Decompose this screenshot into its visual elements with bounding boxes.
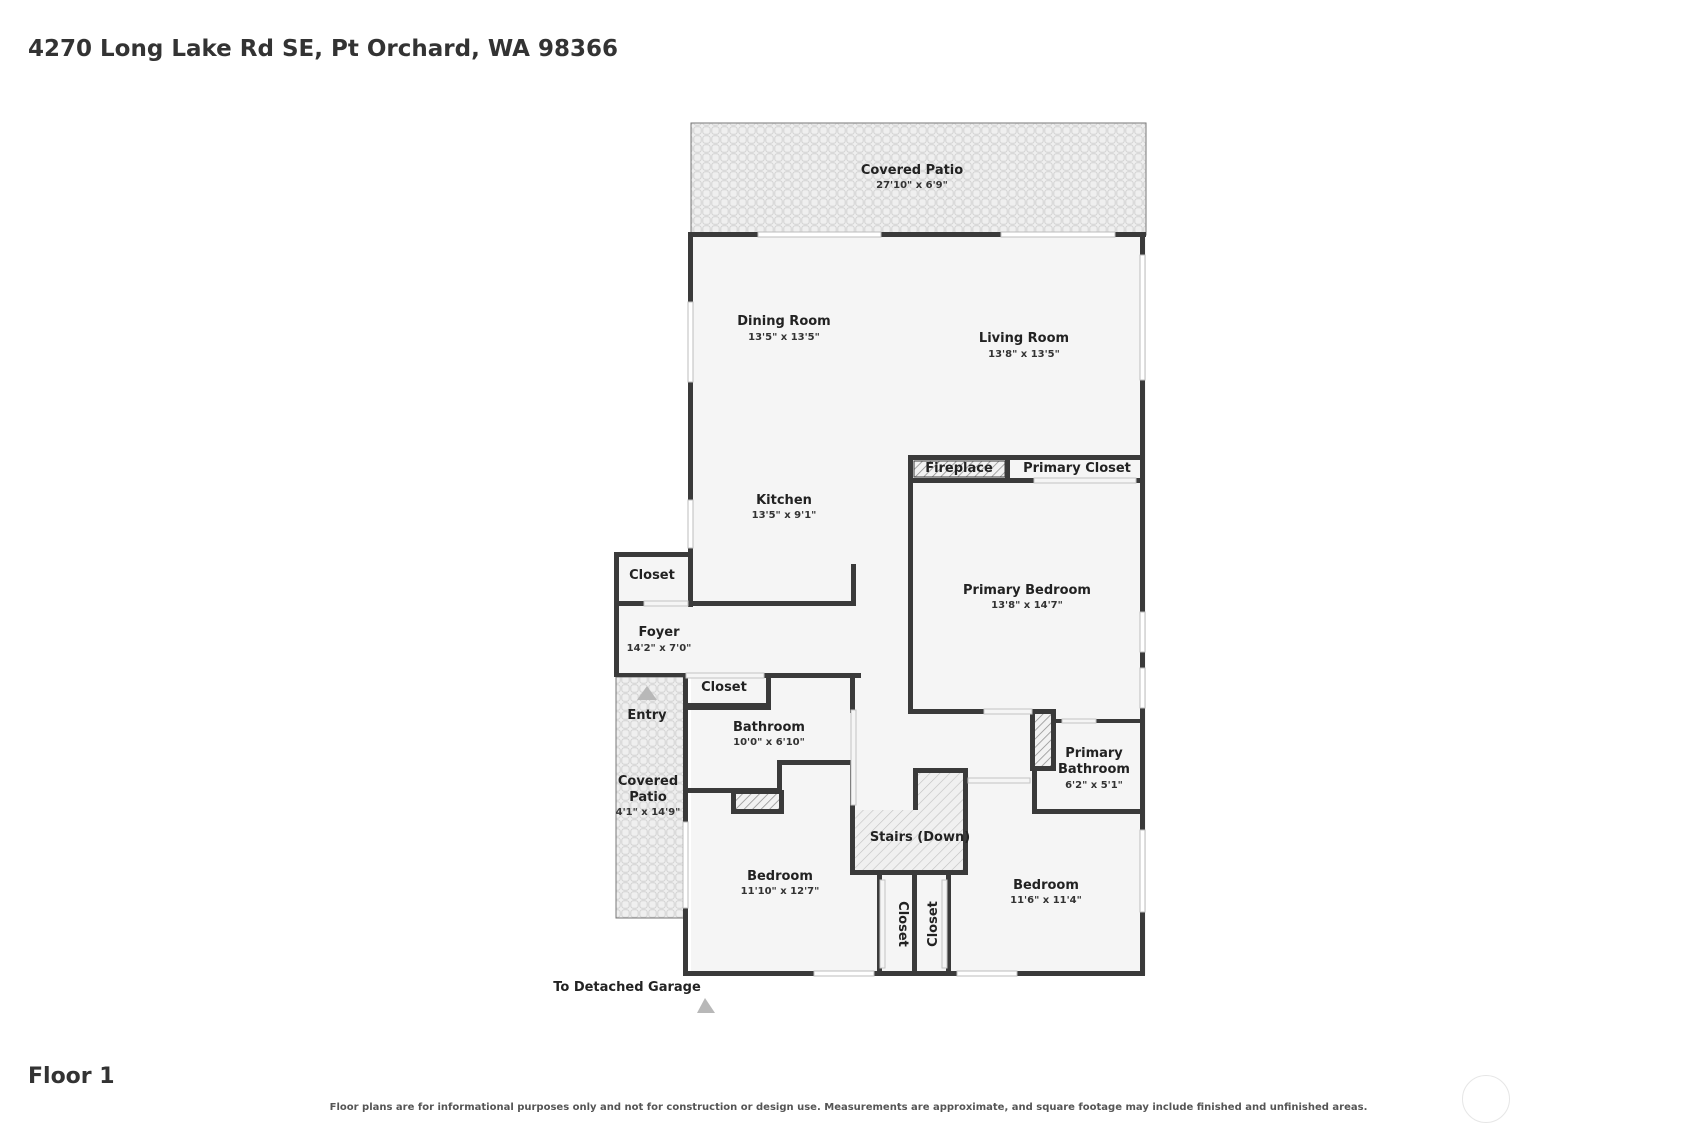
- disclaimer: Floor plans are for informational purpos…: [329, 1102, 1368, 1113]
- room-name-living-room: Living Room: [979, 331, 1069, 346]
- fireplace-hearth: [913, 460, 1006, 478]
- room-name-closet-left: Closet: [895, 901, 910, 947]
- room-name-dining-room: Dining Room: [737, 314, 830, 329]
- room-name-entry: Entry: [627, 708, 667, 723]
- covered-patio-side: [615, 676, 686, 919]
- room-name-bedroom-right: Bedroom: [1013, 878, 1079, 893]
- room-dims-bathroom: 10'0" x 6'10": [733, 737, 805, 748]
- room-dims-covered-patio-top: 27'10" x 6'9": [876, 180, 948, 191]
- garage-arrow: [697, 998, 715, 1013]
- windows: [682, 231, 1146, 977]
- room-dims-primary-bedroom: 13'8" x 14'7": [991, 600, 1063, 611]
- door-openings: [643, 477, 1137, 969]
- floor-label: Floor 1: [28, 1064, 115, 1089]
- room-dims-bedroom-left: 11'10" x 12'7": [741, 886, 820, 897]
- entry-arrow: [637, 686, 657, 700]
- room-name-kitchen: Kitchen: [756, 493, 812, 508]
- room-name-primary-bathroom-line2: Bathroom: [1058, 762, 1130, 777]
- room-dims-covered-patio-side: 4'1" x 14'9": [616, 807, 681, 818]
- room-name-covered-patio-side-line1: Covered: [618, 774, 678, 789]
- room-dims-living-room: 13'8" x 13'5": [988, 349, 1060, 360]
- room-name-foyer: Foyer: [639, 625, 681, 640]
- property-address: 4270 Long Lake Rd SE, Pt Orchard, WA 983…: [28, 36, 618, 62]
- stairs-down: [855, 773, 963, 870]
- room-dims-bedroom-right: 11'6" x 11'4": [1010, 895, 1082, 906]
- room-dims-foyer: 14'2" x 7'0": [627, 643, 692, 654]
- room-name-closet-right: Closet: [926, 901, 941, 947]
- shower-left: [736, 794, 779, 809]
- covered-patio-top: [690, 122, 1147, 236]
- room-name-primary-closet: Primary Closet: [1023, 461, 1131, 476]
- room-name-foyer-closet: Closet: [629, 568, 675, 583]
- room-name-primary-bedroom: Primary Bedroom: [963, 583, 1091, 598]
- room-name-bathroom: Bathroom: [733, 720, 805, 735]
- room-dims-kitchen: 13'5" x 9'1": [752, 510, 817, 521]
- room-dims-primary-bathroom: 6'2" x 5'1": [1065, 780, 1123, 791]
- garage-label: To Detached Garage: [553, 980, 701, 995]
- room-name-primary-bathroom-line1: Primary: [1065, 746, 1123, 761]
- shower-primary: [1035, 714, 1051, 766]
- room-name-bedroom-left: Bedroom: [747, 869, 813, 884]
- room-name-covered-patio-side-line2: Patio: [629, 790, 667, 805]
- compass-icon: [1462, 1075, 1510, 1123]
- room-name-covered-patio-top: Covered Patio: [861, 163, 963, 178]
- room-dims-dining-room: 13'5" x 13'5": [748, 332, 820, 343]
- room-name-hall-closet: Closet: [701, 680, 747, 695]
- room-name-stairs: Stairs (Down): [870, 830, 970, 845]
- room-name-fireplace: Fireplace: [925, 461, 993, 476]
